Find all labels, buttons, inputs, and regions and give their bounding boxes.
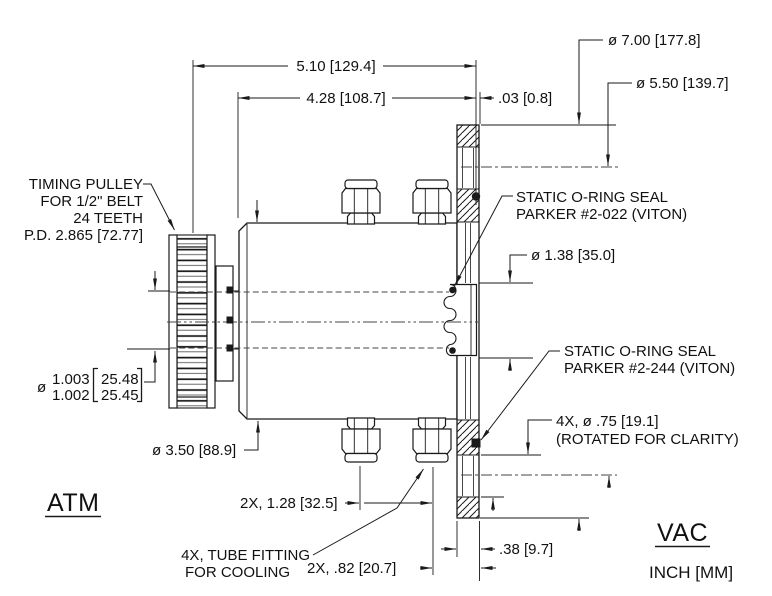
shaft-dim-brackets [92,367,143,403]
dim-leader-5-50 [606,82,632,166]
dim-flange-thickness: .38 [9.7] [499,541,553,558]
note-pulley-1: TIMING PULLEY [29,176,143,193]
oring-022-top [449,286,456,294]
leader-oring-244 [480,350,560,441]
leader-tube-fitting [312,468,424,556]
note-pulley-3: 24 TEETH [73,210,143,227]
flange-hatch-1 [456,124,480,148]
dim-bolt-holes-1: 4X, ø .75 [19.1] [556,413,659,430]
label-units: INCH [MM] [649,563,733,582]
note-pulley-4: P.D. 2.865 [72.77] [24,227,143,244]
dim-body-length: 4.28 [108.7] [306,90,385,107]
note-oring-small-1: STATIC O-RING SEAL [516,189,668,206]
dim-flange-od: ø 7.00 [177.8] [608,32,701,49]
pulley-bottom-cap [175,396,209,409]
oring-022-bottom [449,347,456,354]
dim-leader-shaft-bottom [144,351,157,383]
dim-fitting-spacing: 2X, 1.28 [32.5] [240,495,338,512]
note-cooling-1: 4X, TUBE FITTING [181,547,310,564]
note-pulley-2: FOR 1/2" BELT [40,193,143,210]
flange-hatch-3 [456,419,480,456]
dim-housing-od: ø 3.50 [88.9] [152,442,236,459]
dim-leader-0-75 [526,419,552,454]
dim-shaft-mm-upper: 25.48 [101,371,139,388]
dim-face-offset: .03 [0.8] [498,90,552,107]
center-lines [167,166,618,476]
dim-leader-7-00 [577,39,603,124]
label-vac: VAC [657,519,708,547]
dim-shaft-lower: 1.002 [52,387,90,404]
housing-body [238,222,458,420]
label-atm: ATM [47,489,99,517]
dim-leader-3-50-bottom [244,421,260,451]
leader-oring-022 [454,195,513,287]
tube-fitting-bottom-left [341,417,381,463]
note-oring-small-2: PARKER #2-022 (VITON) [516,206,687,223]
pulley-top-cap [175,234,209,248]
shaft-break-line [443,283,457,357]
note-leaders [143,183,560,556]
dim-leader-1-38 [508,254,527,282]
shaft-hub-boss [443,283,478,357]
oring-244-bottom [471,438,481,448]
tube-fitting-bottom-right [412,417,452,463]
dim-shaft-symbol: ø [37,379,46,396]
dim-shaft-mm-lower: 25.45 [101,387,139,404]
dim-hub-od: ø 1.38 [35.0] [531,247,615,264]
note-oring-large-2: PARKER #2-244 (VITON) [564,360,735,377]
dim-shaft-upper: 1.003 [52,371,90,388]
extension-lines [127,60,616,581]
hub-set-screws [226,286,234,352]
dim-bolt-circle: ø 5.50 [139.7] [636,75,729,92]
note-cooling-2: FOR COOLING [185,564,290,581]
dim-bolt-holes-2: (ROTATED FOR CLARITY) [556,431,739,448]
note-oring-large-1: STATIC O-RING SEAL [564,343,716,360]
dim-overall-length: 5.10 [129.4] [296,58,375,75]
tube-fitting-top-left [341,179,381,225]
tube-fitting-top-right [412,179,452,225]
leader-timing-pulley [143,183,175,231]
flange-hatch-4 [456,496,480,519]
dim-fitting-offset: 2X, .82 [20.7] [307,560,396,577]
